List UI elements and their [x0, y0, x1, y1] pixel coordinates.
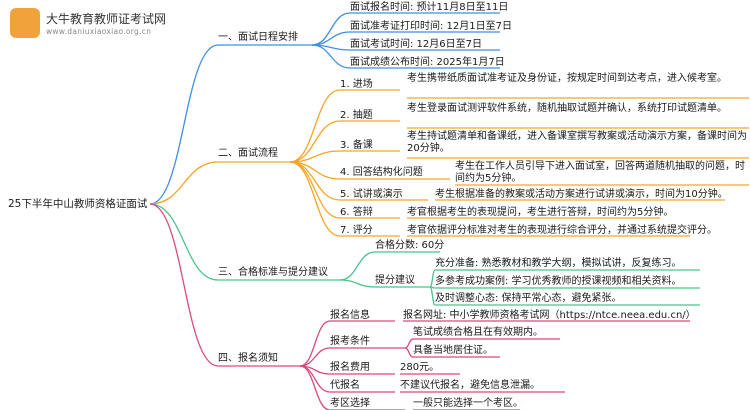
notes-item: 代报名: [330, 380, 360, 391]
branch-standards: 三、合格标准与提分建议: [218, 267, 328, 278]
process-step: 4. 回答结构化问题: [340, 167, 423, 178]
root-node: 25下半年中山教师资格证面试: [8, 198, 148, 210]
process-step: 5. 试讲或演示: [340, 189, 403, 200]
branch-notes: 四、报名须知: [218, 353, 278, 364]
child-link: [311, 31, 351, 46]
child-link: [289, 161, 341, 201]
logo-url: www.daniuxiaoxiao.org.cn: [46, 27, 152, 36]
child-link: [339, 251, 376, 281]
root-link: [149, 161, 219, 205]
schedule-item: 面试准考证打印时间: 12月1日至7日: [350, 21, 512, 32]
child-link: [429, 286, 436, 306]
child-link: [299, 347, 331, 367]
child-link: [404, 338, 414, 349]
tip-item: 多参考成功案例: 学习优秀教师的授课视频和相关资料。: [435, 276, 682, 287]
notes-detail: 一般只能选择一个考区。: [413, 398, 523, 409]
process-step-desc: 考官依据评分标准对考生的表现进行综合评分，并通过系统提交评分。: [407, 225, 717, 236]
notes-detail: 280元。: [400, 362, 440, 373]
child-link: [311, 12, 351, 46]
process-step: 3. 备课: [340, 140, 373, 151]
notes-item: 报考条件: [330, 336, 370, 347]
schedule-item: 面试成绩公布时间: 2025年1月7日: [350, 57, 505, 68]
process-step: 7. 评分: [340, 225, 373, 236]
tip-item: 及时调整心态: 保持平常心态，避免紧张。: [435, 293, 622, 304]
notes-detail: 不建议代报名，避免信息泄漏。: [400, 380, 540, 391]
process-step: 1. 进场: [340, 79, 373, 90]
notes-detail: 笔试成绩合格且在有效期内。: [413, 327, 543, 338]
process-step: 2. 抽题: [340, 110, 373, 121]
root-link: [149, 203, 219, 281]
root-link: [149, 203, 219, 367]
notes-item: 报名费用: [330, 362, 370, 373]
child-link: [289, 161, 341, 237]
root-link: [149, 44, 219, 205]
child-link: [311, 44, 351, 69]
child-link: [404, 347, 414, 358]
schedule-item: 面试考试时间: 12月6日至7日: [350, 39, 482, 50]
process-step-desc: 考生登录面试测评软件系统，随机抽取试题并确认，系统打印试题清单。: [407, 103, 727, 114]
logo-title: 大牛教育教师证考试网: [46, 12, 167, 26]
child-link: [339, 279, 376, 288]
child-link: [289, 89, 341, 163]
branch-schedule: 一、面试日程安排: [218, 32, 298, 43]
child-link: [299, 365, 331, 410]
notes-detail: 报名网址: 中小学教师资格考试网（https://ntce.neea.edu.c…: [403, 310, 696, 321]
process-step-desc: 考官根据考生的表现提问，考生进行答辩，时间约为5分钟。: [407, 207, 674, 218]
process-step: 6. 答辩: [340, 207, 373, 218]
notes-item: 考区选择: [330, 398, 370, 409]
process-step-desc: 考生在工作人员引导下进入面试室，回答两道随机抽取的问题，时间约为5分钟。: [455, 161, 745, 184]
process-step-desc: 考生持试题清单和备课纸，进入备课室撰写教案或活动演示方案，备课时间为20分钟。: [407, 131, 747, 154]
process-step-desc: 考生携带纸质面试准考证及身份证，按规定时间到达考点，进入候考室。: [407, 73, 727, 84]
notes-item: 报名信息: [330, 310, 370, 321]
process-step-desc: 考生根据准备的教案或活动方案进行试讲或演示，时间为10分钟。: [435, 189, 728, 200]
tips-label: 提分建议: [375, 275, 415, 286]
logo-icon: [10, 8, 40, 38]
pass-score: 合格分数: 60分: [375, 240, 445, 251]
tip-item: 充分准备: 熟悉教材和教学大纲，模拟试讲，反复练习。: [435, 258, 682, 269]
branch-process: 二、面试流程: [218, 148, 278, 159]
schedule-item: 面试报名时间: 预计11月8日至11日: [350, 2, 509, 13]
child-link: [289, 120, 341, 163]
notes-detail: 具备当地居住证。: [413, 345, 493, 356]
child-link: [299, 320, 331, 367]
